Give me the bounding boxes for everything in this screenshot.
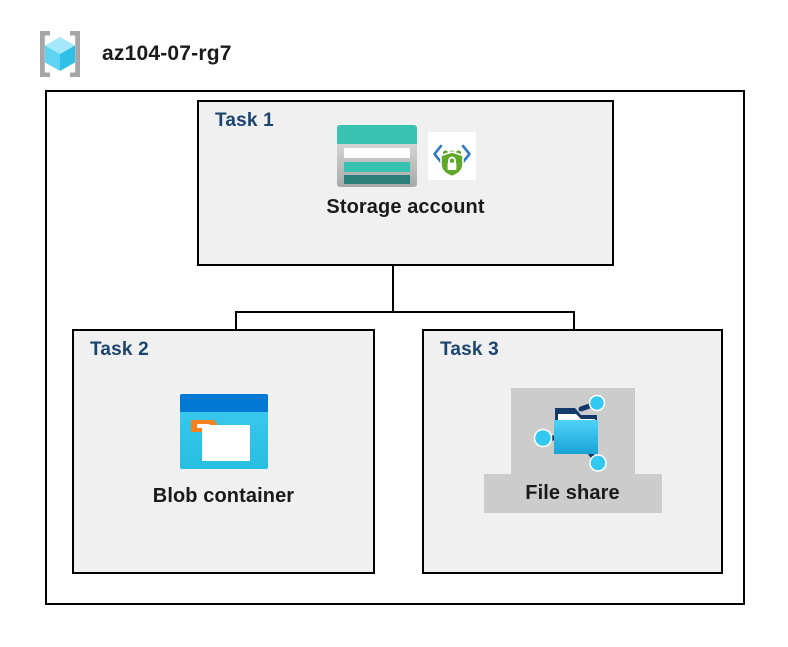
file-share-highlight-caption-band: File share [483,474,662,513]
task-2-label: Task 2 [90,339,149,360]
resource-group-header: az104-07-rg7 [32,26,232,82]
blob-container-caption: Blob container [152,485,295,507]
security-shield-icon [428,132,476,180]
file-share-caption: File share [525,482,620,504]
connector-storage-trunk [392,266,394,312]
connector-horizontal-bus [235,311,575,313]
file-share-icon [533,394,607,472]
storage-account-icon [337,125,417,187]
blob-container-node: Blob container [72,394,375,508]
file-share-node: File share [422,388,723,513]
resource-group-icon [40,31,80,77]
file-share-highlight-icon-band [510,388,635,474]
storage-icon-row [335,122,476,190]
task-3-label: Task 3 [440,339,499,360]
blob-container-icon [179,394,268,469]
task-1-label: Task 1 [215,110,274,131]
storage-account-caption: Storage account [326,196,485,218]
storage-account-node: Storage account [197,122,614,219]
resource-group-title: az104-07-rg7 [102,42,232,65]
